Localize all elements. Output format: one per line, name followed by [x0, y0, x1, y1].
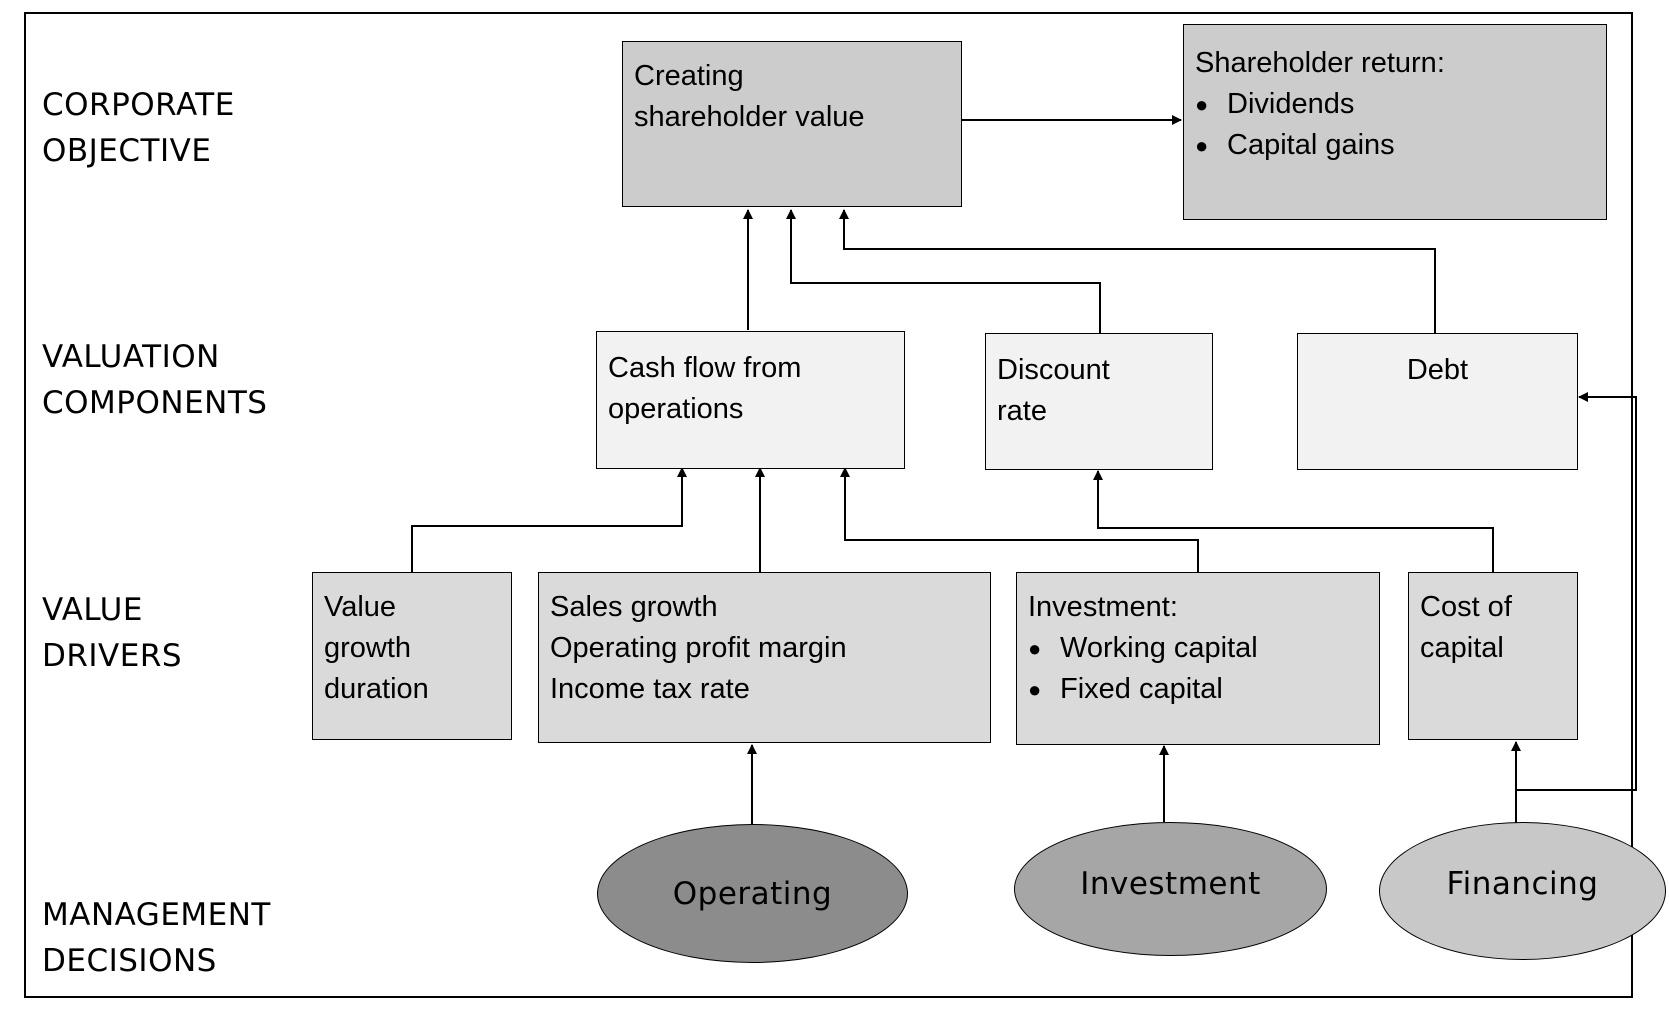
bullet-working-capital: ●Working capital [1028, 632, 1258, 664]
bullet-fixed-capital: ●Fixed capital [1028, 673, 1223, 705]
investment-drivers-box: Investment: ●Working capital ●Fixed capi… [1016, 572, 1380, 745]
arrow-discount-rate-to-value [786, 209, 1101, 333]
creating-shareholder-value-box: Creating shareholder value [622, 41, 962, 207]
debt-box: Debt [1297, 333, 1578, 470]
bullet-dividends: ●Dividends [1195, 88, 1355, 120]
shareholder-return-box: Shareholder return: ●Dividends ●Capital … [1183, 24, 1607, 220]
value-growth-duration-box: Value growth duration [312, 572, 512, 740]
discount-rate-box: Discount rate [985, 333, 1213, 470]
cash-flow-from-operations-box: Cash flow from operations [596, 331, 905, 469]
sales-profit-tax-drivers-box: Sales growth Operating profit margin Inc… [538, 572, 991, 743]
operating-decision-ellipse: Operating [597, 824, 908, 963]
bullet-capital-gains: ●Capital gains [1195, 129, 1395, 161]
cost-of-capital-box: Cost of capital [1408, 572, 1578, 740]
arrow-debt-to-value [839, 209, 1436, 333]
arrow-duration-to-cashflow [411, 467, 687, 572]
arrow-cost-of-capital-to-discount-rate [1093, 470, 1494, 572]
financing-decision-ellipse: Financing [1379, 822, 1666, 960]
arrow-financing-to-debt [1516, 392, 1637, 791]
arrow-investment-drivers-to-cashflow [840, 467, 1199, 572]
investment-decision-ellipse: Investment [1014, 822, 1327, 956]
diagram-frame [24, 12, 1633, 998]
